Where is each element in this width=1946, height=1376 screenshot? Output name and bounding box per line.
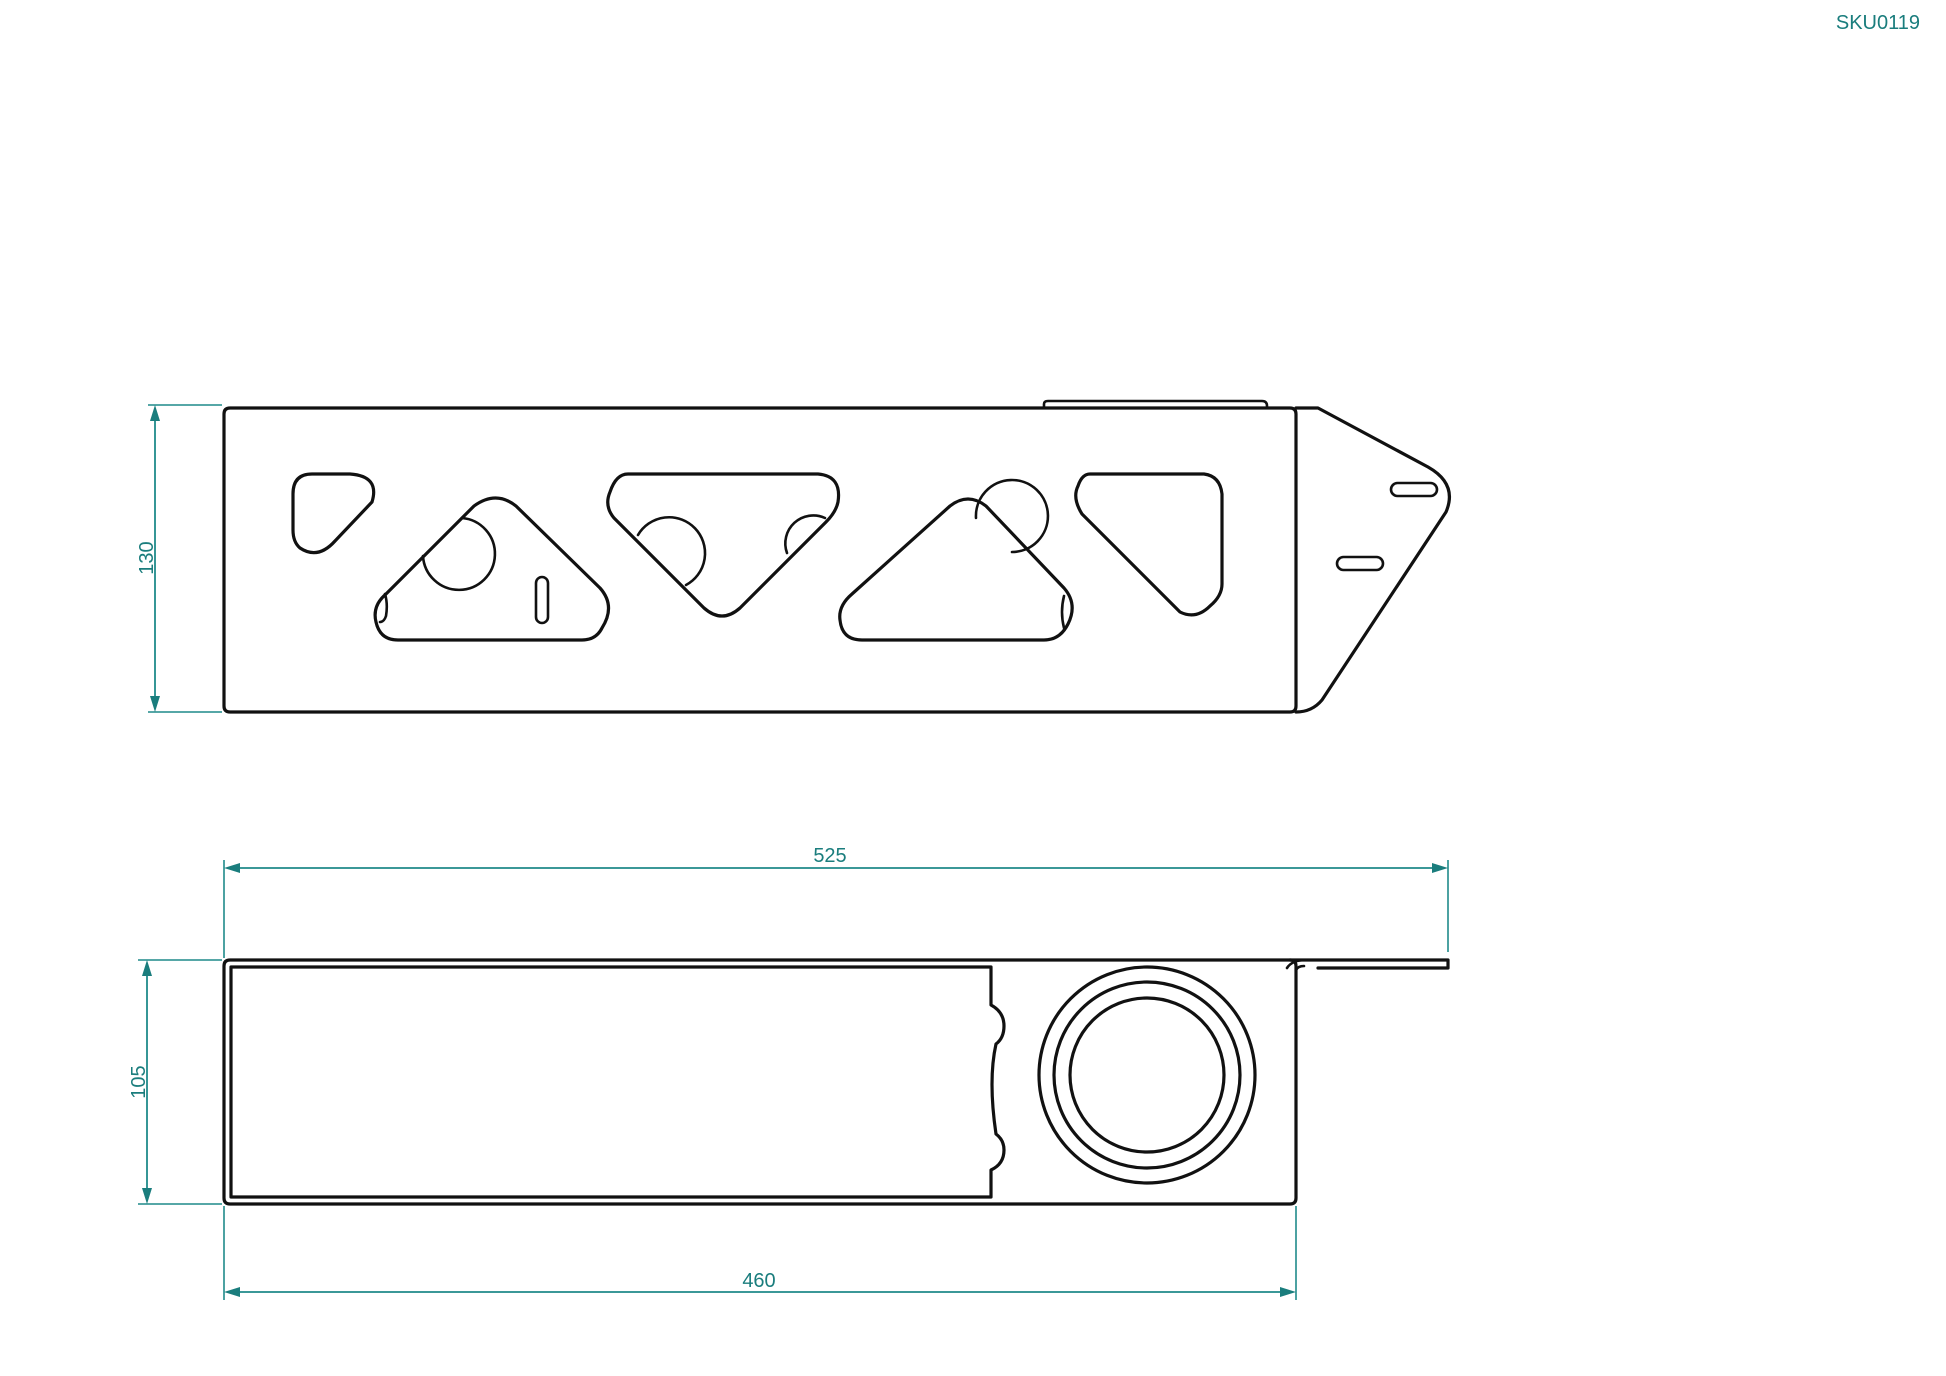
side-top-lip [1042,399,1269,410]
side-body-outline [222,406,1298,714]
ring-outer [1037,965,1257,1185]
cutout-4-circle [974,478,1050,554]
dimension-height-130: 130 [136,404,222,713]
cutout-1 [291,472,376,555]
top-inner-tray [229,965,1006,1199]
cutout-2-circle [421,516,497,592]
dimension-label-460: 460 [742,1270,775,1292]
dimension-label-525: 525 [813,845,846,867]
dimension-label-130: 130 [136,541,158,574]
top-view: 525 105 460 [128,845,1450,1300]
flange-slot-upper [1389,481,1439,498]
cutout-3 [606,472,841,618]
side-view: 130 [136,399,1451,714]
top-flange-strip [1288,958,1450,970]
top-flange-bend [1285,958,1308,972]
cutout-2 [373,496,611,642]
dimension-label-105: 105 [128,1065,150,1098]
dimension-length-460: 460 [223,1206,1297,1300]
dimension-depth-105: 105 [128,959,222,1205]
flange-slot-lower [1335,555,1385,572]
ring-inner [1068,996,1226,1154]
cutout-2-left-sliver [378,592,389,624]
cutout-2-slot [534,575,550,625]
ring-middle [1052,980,1242,1170]
sku-label: SKU0119 [1836,12,1920,34]
dimension-length-525: 525 [223,845,1449,958]
side-mounting-flange [1294,406,1451,714]
cutout-3-circle-left [636,516,707,587]
cutout-3-circle-right [784,514,827,555]
cutout-5 [1074,472,1224,617]
cutout-4-right-sliver [1060,594,1066,630]
cutout-4 [838,497,1074,642]
